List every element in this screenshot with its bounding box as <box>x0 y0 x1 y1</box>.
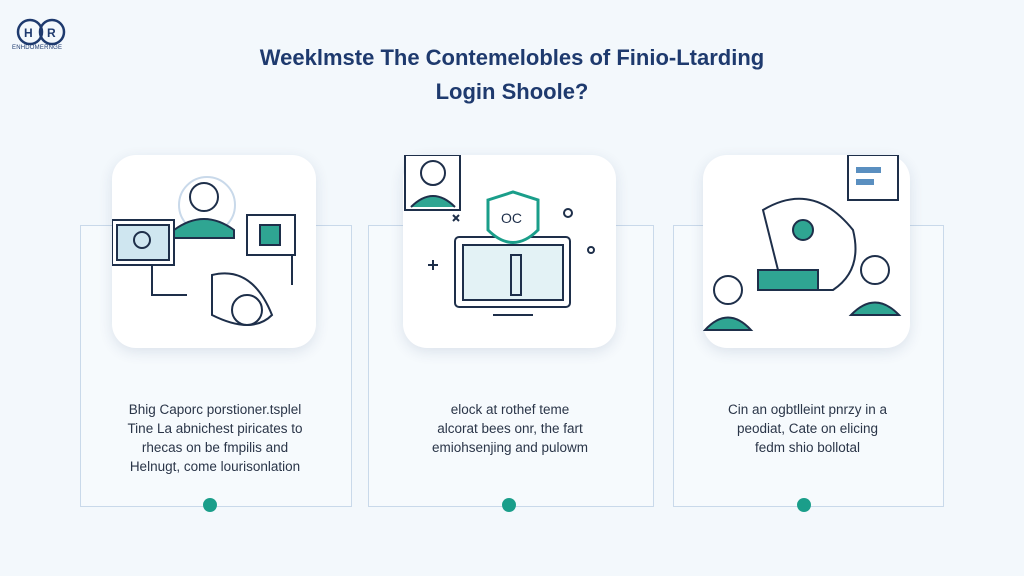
text-line: elock at rothef teme <box>450 402 570 417</box>
svg-text:R: R <box>47 26 56 40</box>
svg-text:H: H <box>24 26 33 40</box>
text-line: Bhig Caporc porstioner.tsplel <box>128 402 302 417</box>
team-collaboration-illustration <box>702 154 910 348</box>
card-2-dot <box>502 498 516 512</box>
brand-logo: H R <box>16 18 66 46</box>
text-line: rhecas on be fmpilis and <box>141 440 289 455</box>
text-line: alcorat bees onr, the fart <box>437 421 583 436</box>
card-2-description: elock at rothef teme alcorat bees onr, th… <box>368 400 652 457</box>
card-3-dot <box>797 498 811 512</box>
page-title-line1: Weeklmste The Contemelobles of Finio-Lta… <box>259 45 765 70</box>
security-monitor-illustration: OC <box>403 154 616 348</box>
card-1-dot <box>203 498 217 512</box>
text-line: Tine La abnichest piricates to <box>127 421 303 436</box>
page-title-line2: Login Shoole? <box>435 79 589 104</box>
video-call-illustration <box>111 155 316 348</box>
logo-caption: ENHDOMERNGE <box>12 45 63 51</box>
text-line: Cin an ogbtlleint pnrzy in a <box>727 402 888 417</box>
svg-text:OC: OC <box>501 210 522 226</box>
text-line: peodiat, Cate on elicing <box>736 421 879 436</box>
card-3-description: Cin an ogbtlleint pnrzy in a peodiat, Cat… <box>673 400 942 457</box>
text-line: emiohsenjing and pulowm <box>431 440 589 455</box>
text-line: Helnugt, come lourisonlation <box>129 459 301 474</box>
text-line: fedm shio bollotal <box>754 440 861 455</box>
